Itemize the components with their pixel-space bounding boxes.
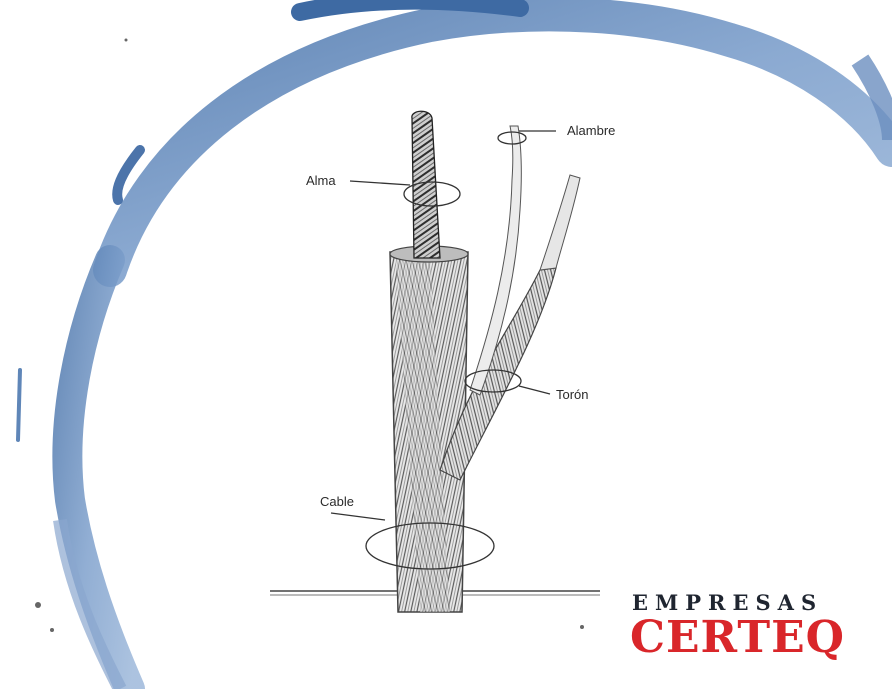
speckles [35, 39, 584, 633]
brand-certeq: CERTEQ [630, 612, 845, 663]
label-alambre: Alambre [567, 123, 615, 138]
label-alma: Alma [306, 173, 336, 188]
label-toron: Torón [556, 387, 589, 402]
label-cable: Cable [320, 494, 354, 509]
